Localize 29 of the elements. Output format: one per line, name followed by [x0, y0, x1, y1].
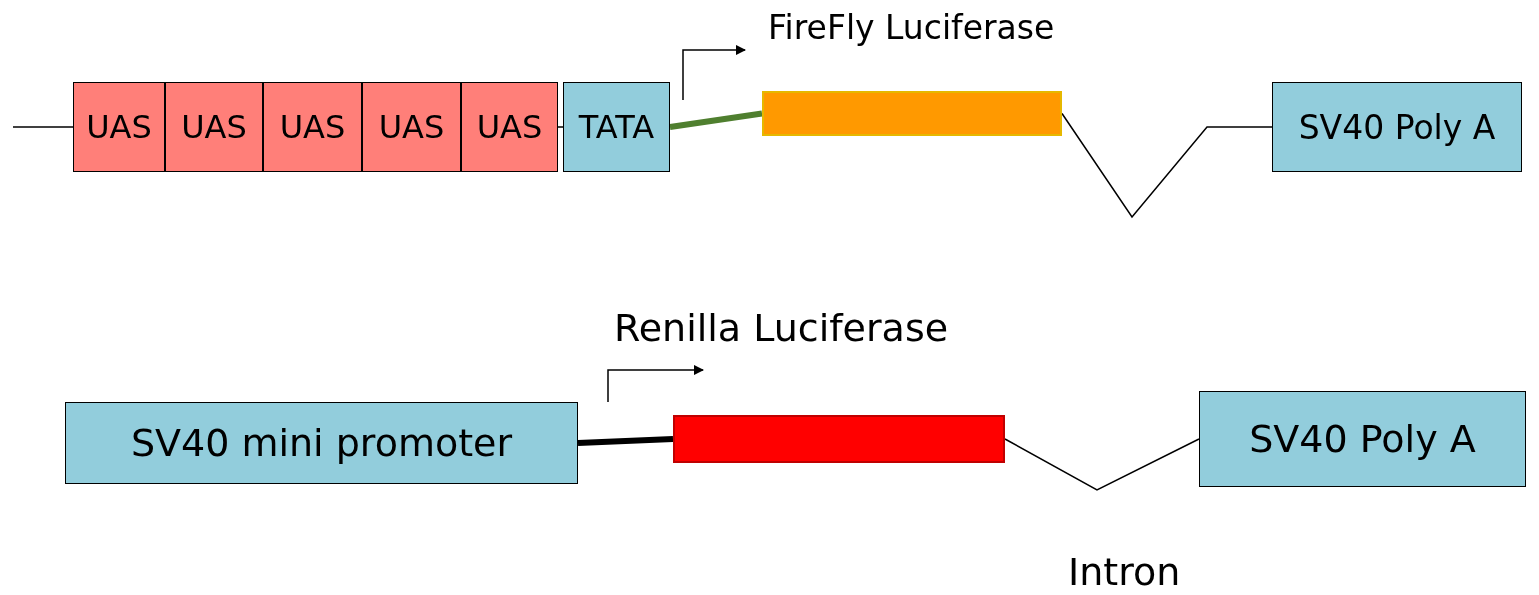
gene-bar: [762, 91, 1062, 136]
element-label: UAS: [476, 108, 543, 146]
element-label: UAS: [378, 108, 445, 146]
uas-element-box: [73, 82, 165, 172]
poly-a-box: [1272, 82, 1522, 172]
intron-label: Intron: [1068, 550, 1181, 594]
element-label: UAS: [86, 108, 152, 146]
element-label: SV40 Poly A: [1298, 107, 1496, 147]
gene-bar: [673, 415, 1005, 463]
uas-element-box: [362, 82, 461, 172]
poly-a-box: [1199, 391, 1526, 487]
uas-element-box: [263, 82, 362, 172]
intron-line: [1061, 112, 1273, 219]
connector-line: [669, 110, 763, 130]
connector-line: [12, 126, 74, 128]
connector-line: [557, 126, 564, 128]
promoter-box: [65, 402, 578, 484]
uas-element-box: [165, 82, 263, 172]
uas-element-box: [461, 82, 558, 172]
tata-box: [563, 82, 670, 172]
element-label: SV40 mini promoter: [130, 421, 513, 465]
element-label: TATA: [578, 108, 655, 146]
connector-line: [577, 436, 674, 446]
gene-name: Renilla Luciferase: [614, 306, 949, 350]
intron-line: [1004, 438, 1200, 491]
gene-name: FireFly Luciferase: [768, 8, 1055, 47]
element-label: SV40 Poly A: [1249, 417, 1476, 461]
element-label: UAS: [279, 108, 346, 146]
element-label: UAS: [181, 108, 247, 146]
